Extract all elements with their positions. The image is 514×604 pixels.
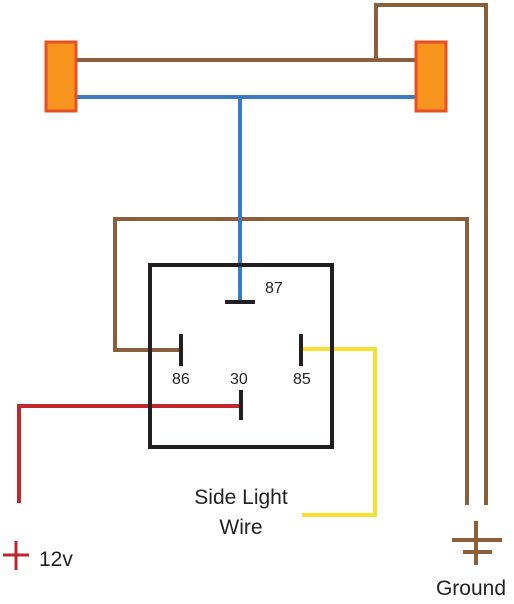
right-lamp <box>414 40 448 113</box>
pin-label-85: 85 <box>293 371 311 388</box>
relay-terminals <box>179 300 303 420</box>
side-light-label-line2: Wire <box>219 516 262 539</box>
yellow-side-light-wire <box>302 347 377 517</box>
relay-body <box>148 263 334 449</box>
coil-86-ground-wire <box>113 217 469 505</box>
pin-label-30: 30 <box>230 371 248 388</box>
side-light-label-line1: Side Light <box>194 486 288 509</box>
blue-wires <box>76 95 416 300</box>
lamp-ground-wire <box>374 3 488 505</box>
brown-wires <box>74 3 488 505</box>
ground-symbol <box>452 521 502 565</box>
pin-label-86: 86 <box>172 371 190 388</box>
left-lamp <box>44 40 78 113</box>
positive-symbol <box>3 541 29 570</box>
ground-label: Ground <box>436 577 506 600</box>
red-12v-wire <box>17 404 241 503</box>
supply-label: 12v <box>39 548 73 571</box>
pin-label-87: 87 <box>265 280 283 297</box>
